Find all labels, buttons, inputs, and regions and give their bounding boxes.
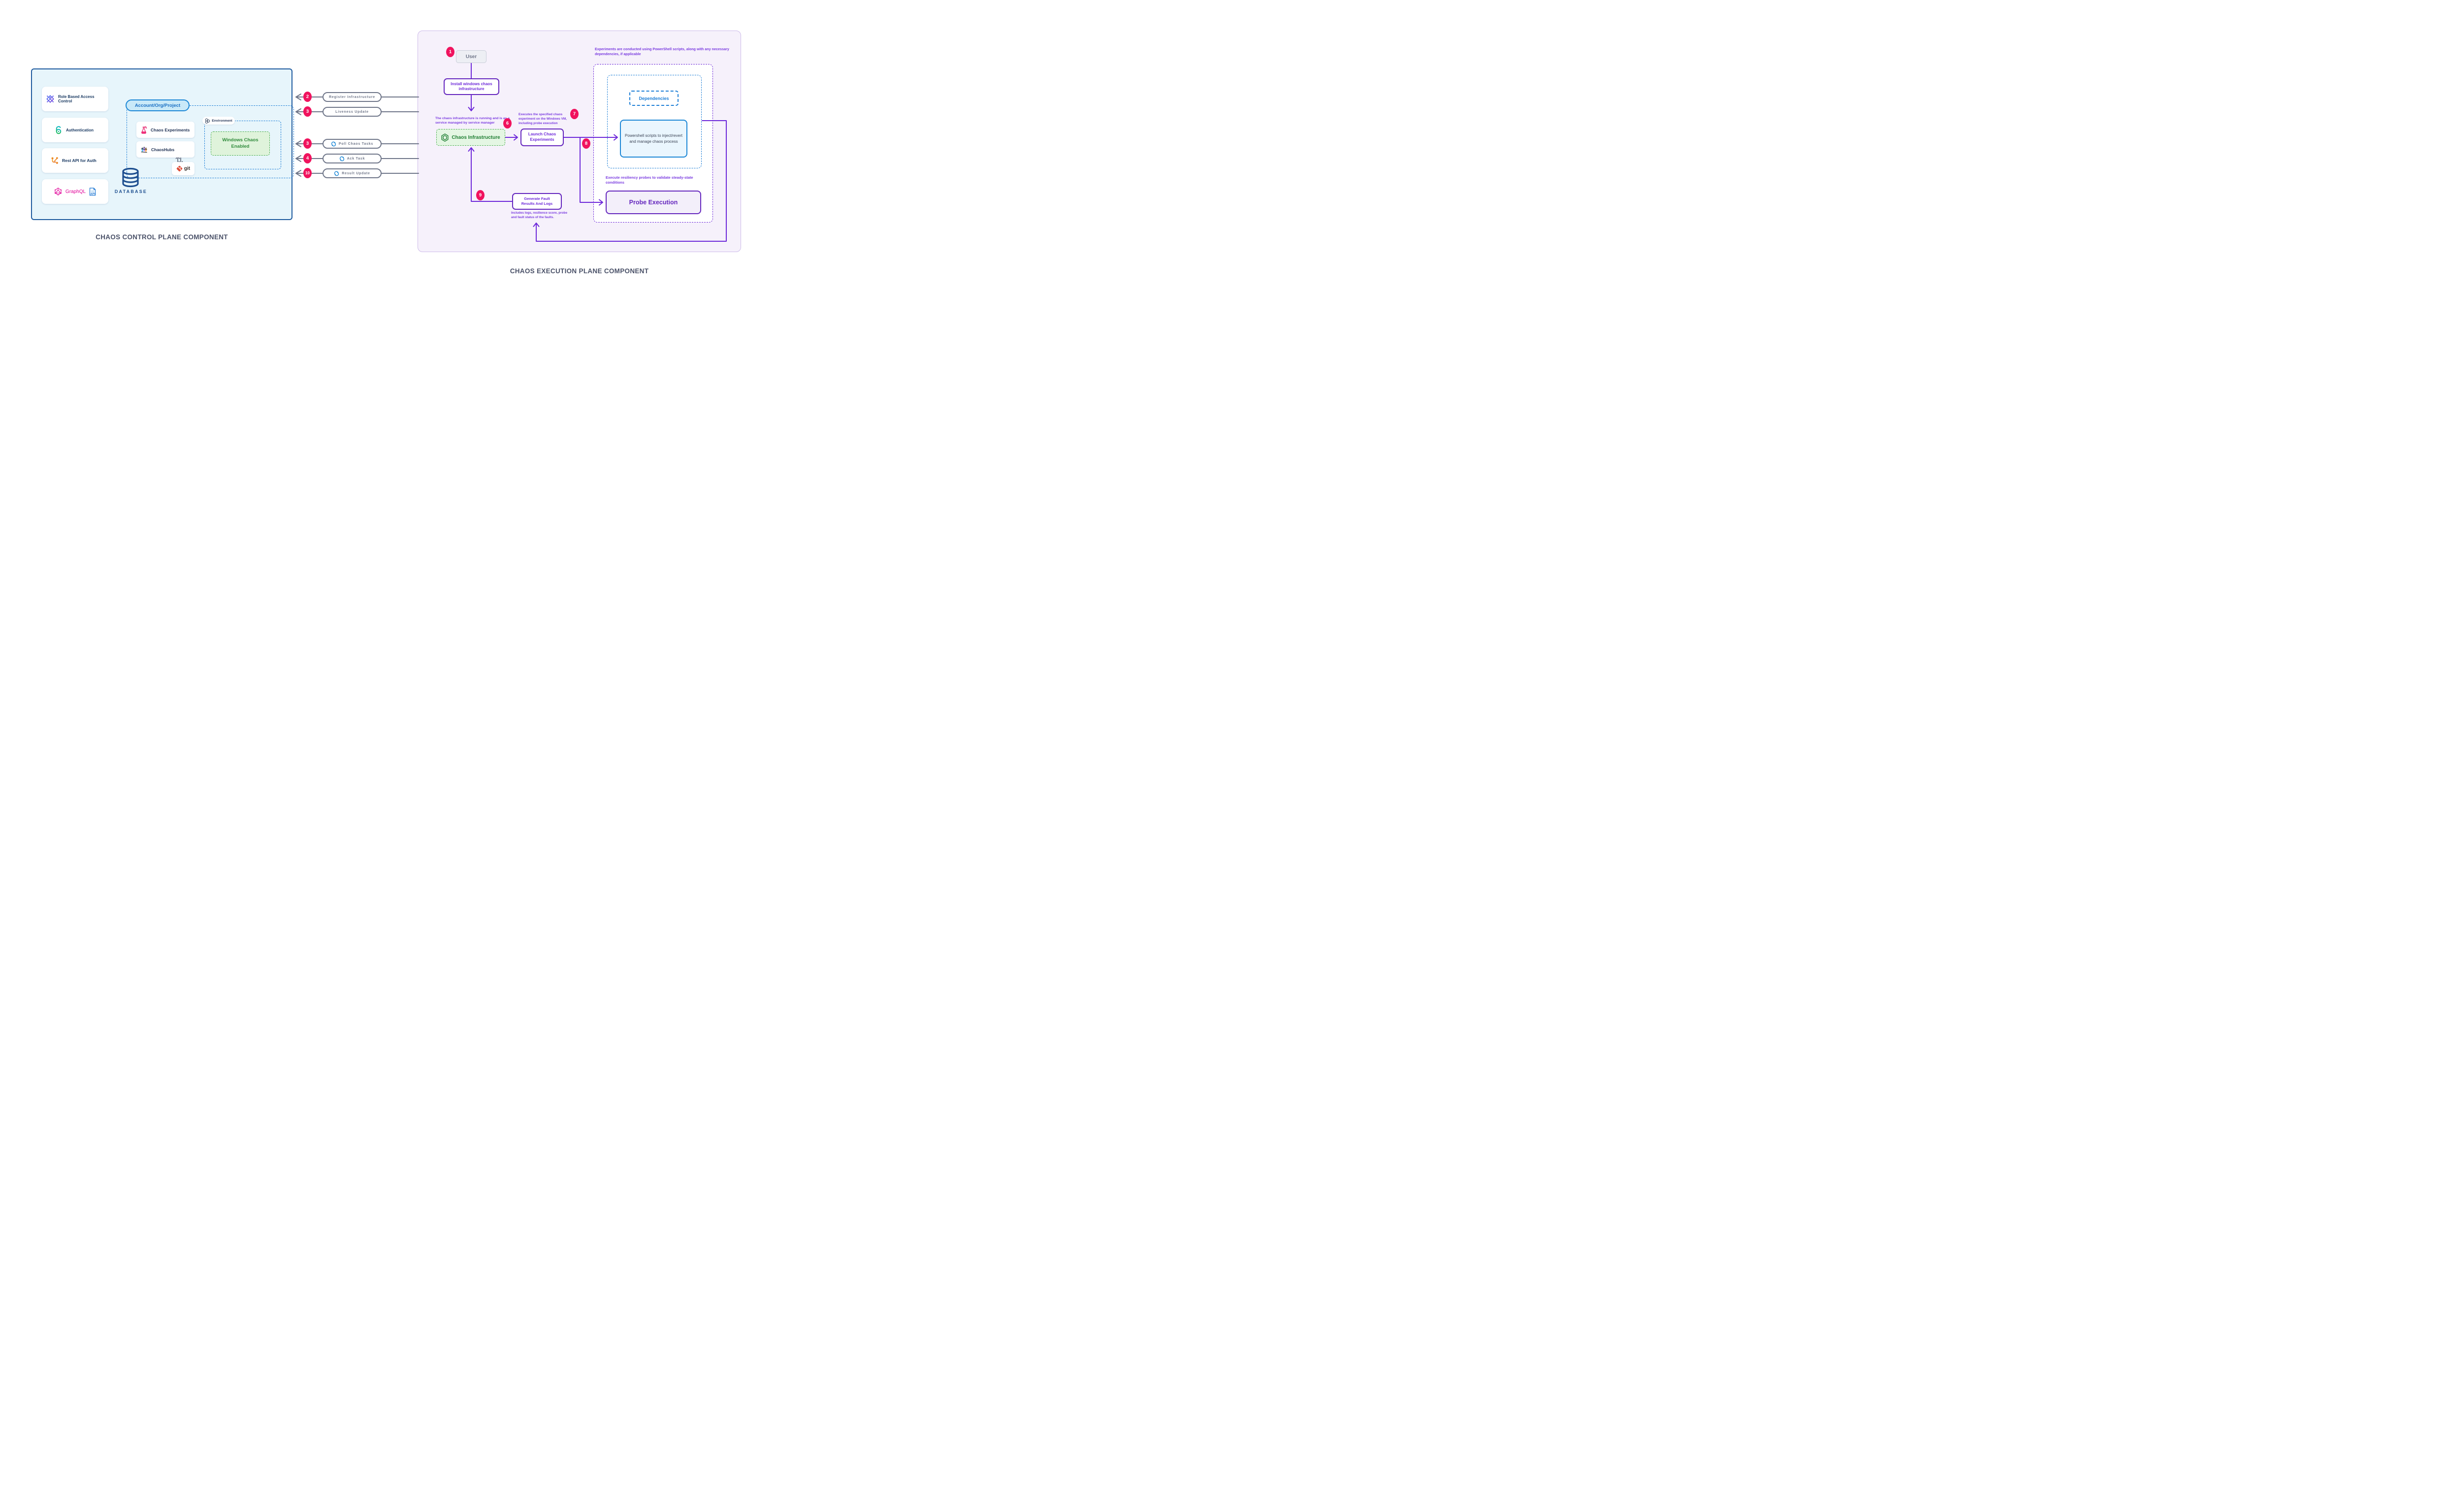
- api-document-icon: API: [89, 187, 96, 196]
- connector-badge-3b: 3: [303, 138, 312, 149]
- badge-1: 1: [446, 47, 454, 57]
- liveness-update-label: Liveness Update: [335, 110, 369, 114]
- open-lock-icon: [55, 126, 63, 134]
- connector-badge-4: 4: [303, 153, 312, 163]
- chaos-infrastructure-label: Chaos Infrastructure: [452, 134, 500, 140]
- chaoshubs-icon: [140, 146, 148, 153]
- architecture-diagram: Role Based Access Control Authentication: [0, 0, 772, 307]
- windows-chaos-enabled-box: Windows Chaos Enabled: [211, 131, 270, 156]
- control-plane-caption: CHAOS CONTROL PLANE COMPONENT: [96, 233, 228, 241]
- user-box: User: [456, 50, 486, 63]
- badge-7: 7: [570, 109, 579, 119]
- git-card: git: [172, 162, 194, 175]
- register-infrastructure-label: Register Infrastructure: [329, 95, 375, 99]
- graphql-label: GraphQL: [65, 189, 86, 194]
- execution-plane-caption: CHAOS EXECUTION PLANE COMPONENT: [510, 267, 649, 275]
- sync-icon: [334, 171, 339, 176]
- note-includes-logs: Includes logs, resilience score, probe a…: [511, 211, 568, 219]
- flask-icon: [140, 126, 147, 134]
- probe-execution-box: Probe Execution: [606, 191, 701, 214]
- authentication-label: Authentication: [66, 128, 94, 132]
- hexagon-icon: [441, 133, 449, 142]
- connector-badge-3a: 3: [303, 106, 312, 117]
- connector-pill-register-infrastructure: Register Infrastructure: [323, 92, 382, 102]
- connector-badge-10: 10: [303, 168, 312, 178]
- sync-icon: [339, 156, 345, 161]
- feature-card-authentication: Authentication: [42, 118, 108, 142]
- connector-pill-ack-task: Ack Task: [323, 154, 382, 163]
- note-executes-experiment: Executes the specified chaos experiment …: [518, 113, 567, 125]
- rest-api-label: Rest API for Auth: [62, 158, 97, 163]
- scripts-inner-dashed-box: [607, 75, 702, 168]
- note-infra-running: The chaos infrastructure is running and …: [435, 117, 510, 125]
- note-powershell-scripts: Experiments are conducted using PowerShe…: [595, 47, 729, 56]
- powershell-scripts-box: Powershell scripts to inject/revert and …: [620, 120, 687, 158]
- ack-task-label: Ack Task: [347, 157, 365, 161]
- feature-card-rbac: Role Based Access Control: [42, 87, 108, 111]
- database-label: DATABASE: [114, 189, 148, 194]
- sync-icon: [331, 141, 336, 147]
- rbac-icon: [46, 95, 55, 103]
- environment-label: Environment: [212, 119, 232, 123]
- graphql-icon: [54, 188, 62, 195]
- environment-dashed-box: [204, 121, 281, 169]
- connector-pill-result-update: Result Update: [323, 168, 382, 178]
- chaos-experiments-label: Chaos Experiments: [151, 127, 190, 132]
- feature-card-rest-api: Rest API for Auth: [42, 148, 108, 173]
- badge-9: 9: [476, 190, 485, 200]
- dependencies-box: Dependencies: [629, 91, 679, 106]
- api-branch-icon: [51, 157, 59, 164]
- install-windows-chaos-box: Install windows chaos infrastructure: [444, 78, 499, 95]
- account-scope-dashed-box: [127, 105, 294, 178]
- badge-6: 6: [503, 118, 512, 129]
- result-update-label: Result Update: [342, 171, 370, 175]
- generate-fault-results-box: Generate Fault Results And Logs: [512, 193, 562, 210]
- connector-badge-2: 2: [303, 92, 312, 102]
- poll-chaos-tasks-label: Poll Chaos Tasks: [338, 142, 374, 146]
- launch-chaos-experiments-box: Launch Chaos Experiments: [520, 129, 564, 146]
- card-chaos-experiments: Chaos Experiments: [136, 122, 194, 138]
- git-label: git: [184, 166, 191, 171]
- rbac-label: Role Based Access Control: [58, 95, 95, 103]
- svg-text:API: API: [91, 193, 96, 195]
- card-chaoshubs: ChaosHubs: [136, 141, 194, 158]
- chaoshubs-label: ChaosHubs: [151, 147, 175, 152]
- database-icon: [121, 167, 140, 188]
- connector-pill-poll-chaos-tasks: Poll Chaos Tasks: [323, 139, 382, 149]
- feature-card-graphql: GraphQL API: [42, 179, 108, 204]
- environment-tag: Environment: [202, 117, 235, 125]
- git-icon: [176, 165, 183, 172]
- connector-pill-liveness-update: Liveness Update: [323, 107, 382, 117]
- environment-icon: [205, 118, 210, 124]
- account-org-project-pill: Account/Org/Project: [126, 99, 190, 111]
- badge-8: 8: [582, 138, 590, 149]
- chaos-infrastructure-box: Chaos Infrastructure: [436, 129, 505, 146]
- note-execute-probes: Execute resiliency probes to validate st…: [606, 175, 693, 185]
